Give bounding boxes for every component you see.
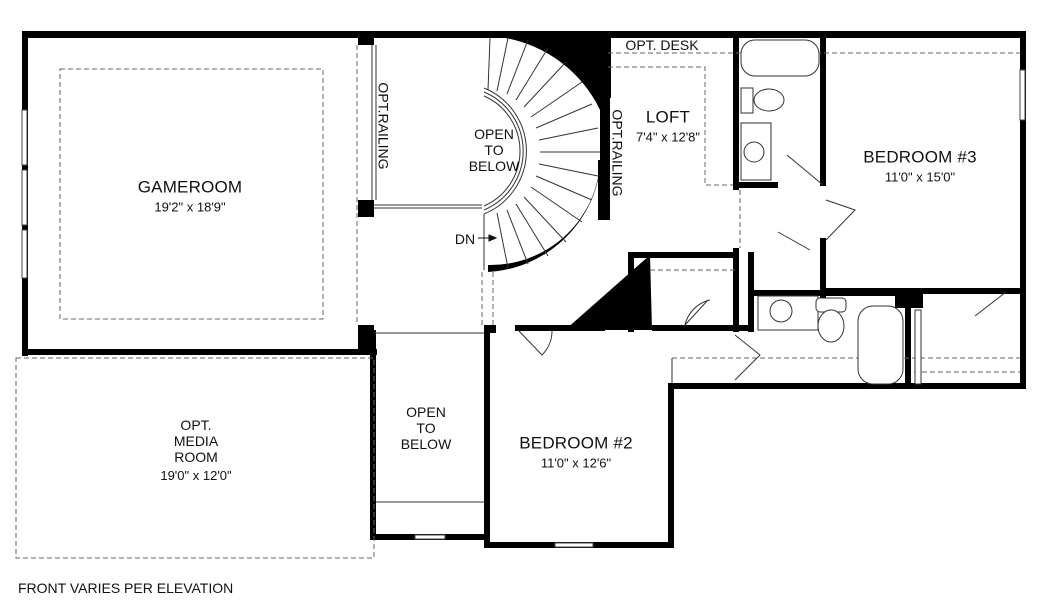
wall-gameroom-bottom bbox=[22, 349, 377, 355]
bedroom3-dimensions: 11'0" x 15'0" bbox=[884, 169, 956, 185]
media-room-outline bbox=[15, 357, 375, 559]
loft-label: LOFT 7'4" x 12'8" bbox=[636, 108, 700, 143]
opt-desk-label: OPT. DESK bbox=[625, 37, 699, 53]
footer-note: FRONT VARIES PER ELEVATION bbox=[18, 580, 234, 596]
bedroom3-label: BEDROOM #3 11'0" x 15'0" bbox=[863, 148, 976, 183]
open-to-below-line1: OPEN bbox=[406, 404, 446, 420]
open-to-below-line2: TO bbox=[416, 420, 436, 436]
media-room-label: OPT. MEDIA ROOM 19'0" x 12'0" bbox=[160, 417, 231, 483]
gameroom-label: GAMEROOM 19'2" x 18'9" bbox=[138, 178, 243, 213]
bath-fixtures bbox=[740, 39, 922, 385]
gameroom-name: GAMEROOM bbox=[137, 177, 243, 197]
open-to-below-line1: OPEN bbox=[474, 126, 514, 142]
spiral-staircase bbox=[483, 37, 600, 270]
media-room-name-line1: OPT. bbox=[180, 417, 212, 434]
wall-bottom-right bbox=[672, 383, 1026, 389]
doors bbox=[517, 154, 1007, 381]
bedroom2-dimensions: 11'0" x 12'6" bbox=[540, 455, 612, 471]
opt-railing-left-label: OPT.RAILING bbox=[375, 82, 392, 170]
opt-railing-right-label: OPT.RAILING bbox=[609, 109, 626, 197]
bedroom3-name: BEDROOM #3 bbox=[863, 147, 977, 167]
wall-media-right bbox=[370, 330, 376, 540]
loft-dimensions: 7'4" x 12'8" bbox=[635, 129, 701, 145]
wall-top-right bbox=[606, 31, 1026, 38]
open-to-below-foyer-label: OPEN TO BELOW bbox=[401, 404, 452, 452]
media-room-name-line2: MEDIA bbox=[173, 433, 219, 450]
wall-top-left bbox=[22, 31, 612, 38]
angled-wall bbox=[565, 255, 652, 330]
open-to-below-line3: BELOW bbox=[400, 436, 452, 452]
bedroom2-label: BEDROOM #2 11'0" x 12'6" bbox=[519, 434, 632, 469]
open-to-below-line2: TO bbox=[484, 142, 504, 158]
media-room-dimensions: 19'0" x 12'0" bbox=[160, 468, 232, 484]
loft-name: LOFT bbox=[645, 107, 691, 127]
gameroom-ceiling-outline bbox=[59, 68, 324, 320]
wall-bed2-left bbox=[484, 330, 490, 548]
gameroom-dimensions: 19'2" x 18'9" bbox=[154, 199, 226, 215]
wall-bed2-right bbox=[668, 383, 674, 548]
open-to-below-stair-label: OPEN TO BELOW bbox=[469, 126, 520, 174]
open-to-below-line3: BELOW bbox=[468, 158, 520, 174]
bedroom2-name: BEDROOM #2 bbox=[519, 433, 633, 453]
wall-right bbox=[1020, 31, 1026, 389]
stair-down-label: DN bbox=[454, 231, 476, 247]
media-room-name-line3: ROOM bbox=[174, 449, 218, 466]
